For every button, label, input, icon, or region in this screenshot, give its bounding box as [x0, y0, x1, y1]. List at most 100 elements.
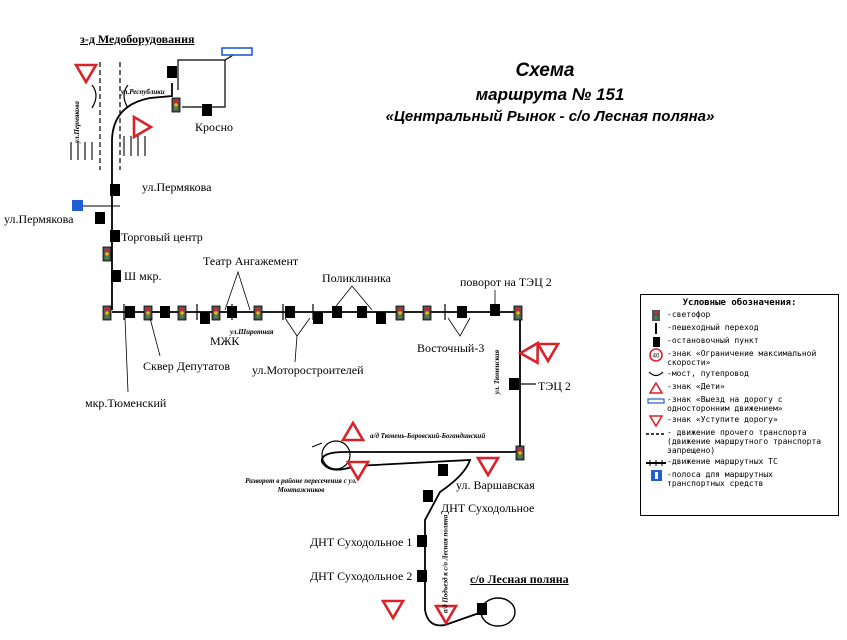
label-vostochny: Восточный-3	[417, 341, 485, 355]
children-sign-icon	[645, 381, 667, 394]
bus-lane-icon	[645, 470, 667, 481]
page-title: Схема	[515, 60, 575, 81]
label-dnt: ДНТ Суходольное	[441, 501, 535, 515]
traffic-light	[177, 305, 187, 321]
stop-varshavskaya	[438, 464, 448, 476]
dashed-line-icon	[645, 428, 667, 439]
bus-stop-icon	[645, 336, 667, 347]
legend-title: Условные обозначения:	[682, 298, 797, 308]
legend-item: -движение маршрутных ТС	[645, 457, 834, 468]
stop-krosno	[202, 104, 212, 116]
leader-lines	[124, 270, 496, 393]
crosswalk	[70, 136, 146, 160]
stop-dnt-1	[417, 535, 427, 547]
route-line	[111, 83, 173, 310]
stop-motorostroiteley	[285, 306, 295, 318]
label-lesnaya: с/о Лесная поляна	[470, 572, 569, 586]
label-teatr: Театр Ангажемент	[203, 254, 299, 268]
stop-zavod	[167, 66, 177, 78]
stop-dnt-2	[417, 570, 427, 582]
traffic-light	[422, 305, 432, 321]
bridge-icon	[645, 369, 667, 380]
stop-lesnaya	[477, 603, 487, 615]
label-zavod: з-д Медоборудования	[80, 32, 195, 46]
label-dnt-2: ДНТ Суходольное 2	[310, 569, 413, 583]
bus-lane-sign	[72, 200, 83, 211]
label-skver: Сквер Депутатов	[143, 359, 230, 373]
street-razvorot: Разворот в районе пересечения с ул. Монт…	[245, 477, 357, 494]
label-mkr-tyumensky: мкр.Тюменский	[85, 396, 167, 410]
legend: Условные обозначения: -светофор -пешеход…	[640, 294, 839, 516]
legend-item: -мост, путепровод	[645, 369, 834, 380]
yield-sign	[132, 115, 153, 139]
legend-item: -знак «Выезд на дорогу с односторонним д…	[645, 395, 834, 413]
street-permyakova: ул.Пермякова	[72, 101, 81, 143]
legend-item: 40 -знак «Ограничение максимальной скоро…	[645, 347, 834, 367]
stop-mkr-tyumensky	[125, 306, 135, 318]
other-traffic-line	[99, 62, 121, 170]
legend-item: - движение прочего транспорта (движение …	[645, 428, 834, 455]
stop-poliklinika-3	[376, 312, 386, 324]
label-poliklinika: Поликлиника	[322, 271, 391, 285]
yield-sign	[381, 599, 405, 620]
turn-arrow	[311, 442, 323, 448]
label-tec2: ТЭЦ 2	[538, 379, 571, 393]
stop-skver	[160, 306, 170, 318]
crosswalk-icon	[645, 323, 667, 334]
yield-sign	[536, 342, 560, 363]
traffic-light	[515, 445, 525, 461]
label-3mkr: Ш мкр.	[124, 269, 162, 283]
stop-permyakova	[110, 184, 120, 196]
stop-dnt-sukhodolnoe	[423, 490, 433, 502]
yield-sign-icon	[645, 414, 667, 427]
yield-sign	[476, 456, 500, 477]
stop-poliklinika	[332, 306, 342, 318]
yield-sign	[74, 63, 98, 84]
legend-item: -знак «Дети»	[645, 381, 834, 394]
traffic-light	[253, 305, 263, 321]
speed-limit-icon: 40	[645, 347, 667, 362]
label-varshavskaya: ул. Варшавская	[456, 478, 535, 492]
street-trakt: а/д Тюмень-Боровский-Богандинский	[370, 432, 486, 440]
street-podezd: а/д Подъезд к с/о Лесная поляна	[441, 514, 450, 614]
legend-item: -остановочный пункт	[645, 336, 834, 347]
route-subtitle: «Центральный Рынок - с/о Лесная поляна»	[385, 108, 715, 125]
label-motorostroiteley: ул.Моторостроителей	[252, 363, 364, 377]
legend-item: -знак «Уступите дорогу»	[645, 414, 834, 427]
traffic-light	[513, 305, 523, 321]
label-permyakova: ул.Пермякова	[142, 180, 212, 194]
traffic-light	[395, 305, 405, 321]
svg-text:40: 40	[653, 353, 660, 359]
bridge	[91, 84, 129, 109]
one-way-exit-sign	[221, 47, 253, 56]
yield-sign	[341, 421, 365, 442]
stop-vostochny	[457, 306, 467, 318]
street-respubliki: ул.Республики	[121, 88, 165, 96]
route-line-icon	[645, 457, 667, 468]
legend-item: -светофор	[645, 310, 834, 321]
stop-torgovy	[110, 230, 120, 242]
traffic-light	[171, 97, 181, 113]
traffic-light	[143, 305, 153, 321]
label-dnt-1: ДНТ Суходольное 1	[310, 535, 413, 549]
turnaround	[321, 440, 351, 470]
label-povorot-tec: поворот на ТЭЦ 2	[460, 275, 552, 289]
traffic-light	[102, 246, 112, 262]
stop-tec2	[509, 378, 519, 390]
stop-mzhk	[200, 312, 210, 324]
one-way-exit-icon	[645, 395, 667, 406]
street-shirotnaya: ул.Широтная	[230, 328, 274, 336]
label-krosno: Кросно	[195, 120, 234, 134]
label-mzhk: МЖК	[210, 334, 240, 348]
traffic-light	[211, 305, 221, 321]
stop-motorostroiteley-2	[313, 312, 323, 324]
stop-3mkr	[111, 270, 121, 282]
plant-building	[177, 51, 239, 108]
stop-teatr	[227, 306, 237, 318]
label-torgovy: Торговый центр	[121, 230, 203, 244]
stop-permyakova-left	[95, 212, 105, 224]
legend-item: -полоса для маршрутных транспортных сред…	[645, 470, 834, 488]
legend-item: -пешеходный переход	[645, 323, 834, 334]
route-number: маршрута № 151	[475, 85, 625, 104]
